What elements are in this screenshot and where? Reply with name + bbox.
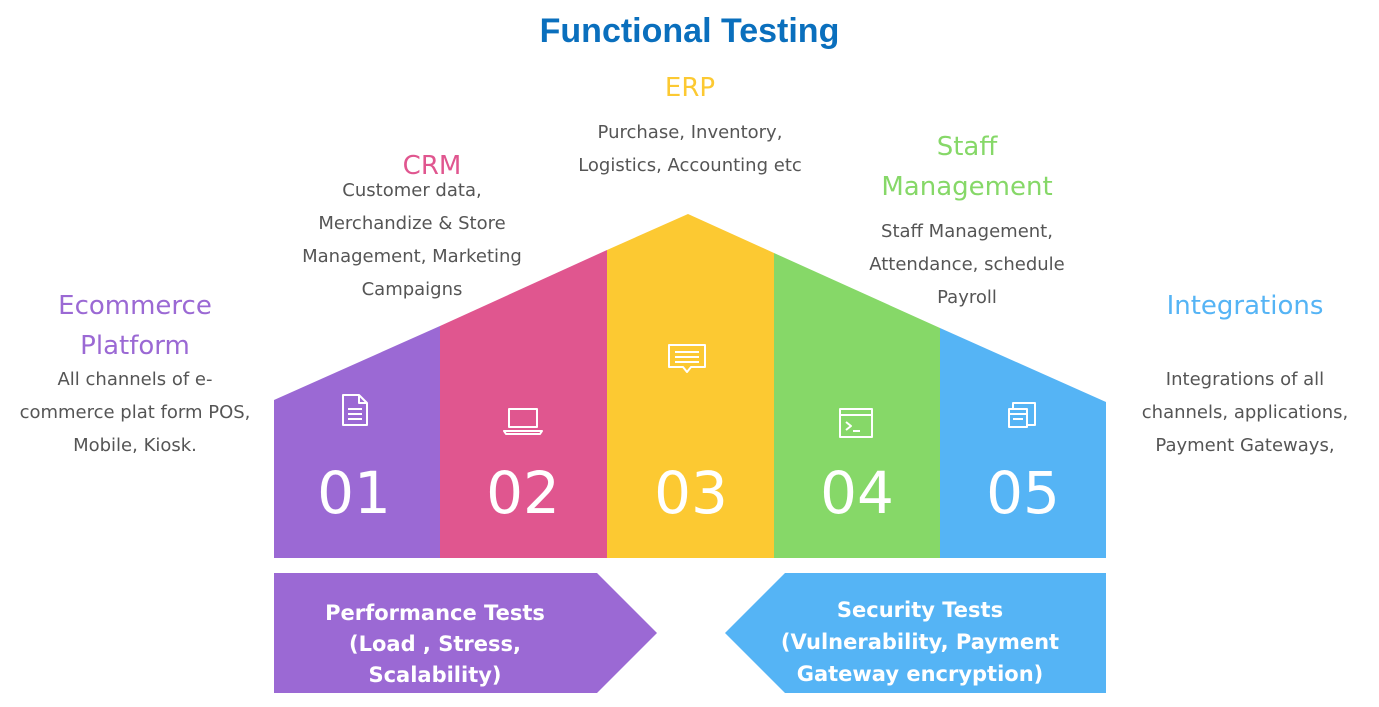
- desc-line: channels, applications,: [1141, 402, 1349, 423]
- title-line: Integrations: [1166, 291, 1324, 321]
- document-icon: [342, 394, 368, 426]
- security-arrow: [725, 573, 1106, 693]
- security-tests-label: Security Tests (Vulnerability, Payment G…: [760, 594, 1080, 690]
- message-icon: [668, 344, 706, 373]
- house-segment-03: [607, 214, 774, 558]
- house-segment-05: [940, 328, 1106, 558]
- category-title-staff: Staff Management: [842, 127, 1092, 207]
- desc-line: Customer data,: [342, 180, 482, 201]
- laptop-icon: [503, 408, 543, 435]
- segment-number: 04: [820, 459, 894, 527]
- segment-number: 01: [317, 459, 391, 527]
- desc-line: All channels of e-: [57, 369, 213, 390]
- desc-line: Payment Gateways,: [1155, 435, 1335, 456]
- arrow-line: (Vulnerability, Payment: [780, 630, 1060, 654]
- diagram-title: Functional Testing: [539, 12, 840, 50]
- desc-line: Management, Marketing: [302, 246, 522, 267]
- performance-arrow: [274, 573, 657, 693]
- performance-tests-label: Performance Tests (Load , Stress, Scalab…: [280, 598, 590, 691]
- title-line: Management: [881, 172, 1053, 202]
- arrow-line: (Load , Stress, Scalability): [349, 632, 521, 687]
- category-desc-crm: Customer data, Merchandize & Store Manag…: [272, 174, 552, 306]
- category-title-crm: CRM: [332, 146, 532, 186]
- terminal-icon: [839, 408, 873, 438]
- category-desc-ecommerce: All channels of e- commerce plat form PO…: [0, 363, 270, 462]
- desc-line: Purchase, Inventory,: [597, 122, 783, 143]
- category-desc-staff: Staff Management, Attendance, schedule P…: [837, 215, 1097, 314]
- desc-line: Integrations of all: [1165, 369, 1325, 390]
- desc-line: Campaigns: [361, 279, 463, 300]
- title-line: CRM: [402, 151, 462, 181]
- title-line: ERP: [664, 73, 716, 103]
- windows-icon: [1008, 402, 1036, 428]
- title-line: Ecommerce: [58, 291, 212, 321]
- segment-number: 05: [986, 459, 1060, 527]
- desc-line: Attendance, schedule: [869, 254, 1065, 275]
- desc-line: Mobile, Kiosk.: [73, 435, 197, 456]
- arrow-line: Gateway encryption): [796, 662, 1044, 686]
- segment-number: 03: [654, 459, 728, 527]
- segment-number: 02: [486, 459, 560, 527]
- desc-line: Staff Management,: [881, 221, 1053, 242]
- category-desc-integrations: Integrations of all channels, applicatio…: [1115, 363, 1375, 462]
- desc-line: Merchandize & Store: [318, 213, 506, 234]
- desc-line: Logistics, Accounting etc: [578, 155, 802, 176]
- desc-line: Payroll: [937, 287, 997, 308]
- house-segment-01: [274, 326, 440, 558]
- category-desc-erp: Purchase, Inventory, Logistics, Accounti…: [545, 116, 835, 182]
- house-segment-04: [774, 253, 940, 558]
- house-segment-02: [440, 250, 607, 558]
- title-line: Platform: [80, 331, 190, 361]
- category-title-integrations: Integrations: [1120, 286, 1370, 326]
- desc-line: commerce plat form POS,: [19, 402, 251, 423]
- title-line: Staff: [936, 132, 998, 162]
- category-title-ecommerce: Ecommerce Platform: [10, 286, 260, 366]
- category-title-erp: ERP: [590, 68, 790, 108]
- arrow-line: Security Tests: [836, 598, 1004, 622]
- arrow-line: Performance Tests: [325, 601, 545, 625]
